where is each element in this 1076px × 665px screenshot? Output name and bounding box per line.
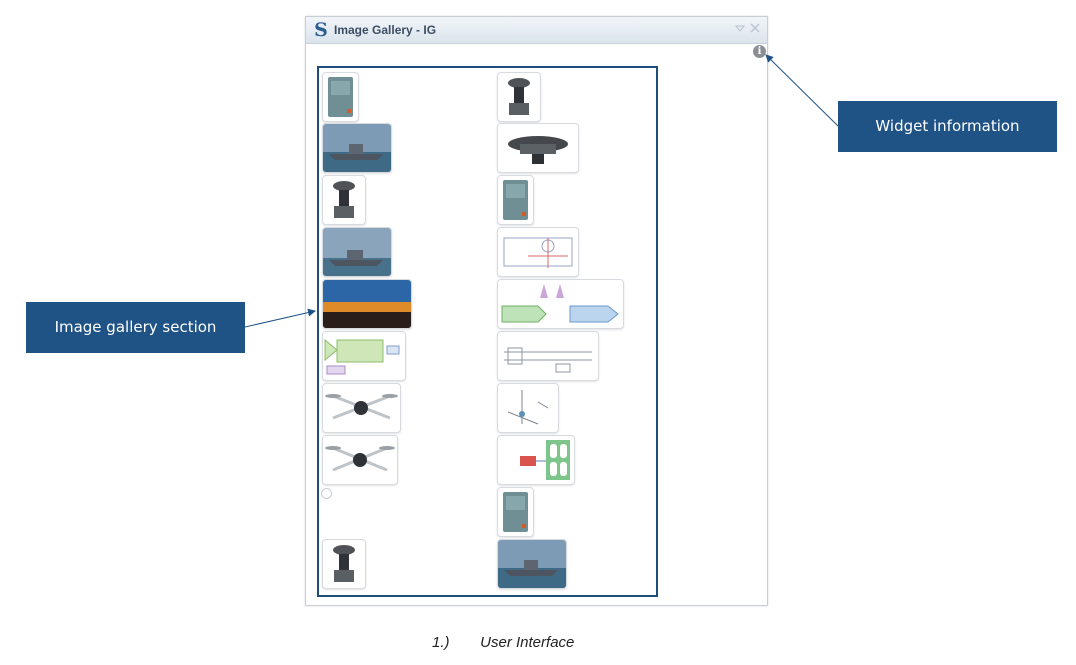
gallery-thumbnail-warship-photo[interactable] xyxy=(322,123,392,173)
gallery-thumbnail-radar-dome[interactable] xyxy=(497,123,579,173)
gallery-thumbnail-radar-antenna[interactable] xyxy=(322,539,366,589)
gallery-thumbnail-antenna-sketch[interactable] xyxy=(497,383,559,433)
app-logo-icon: S xyxy=(314,19,328,41)
gallery-thumbnail-radar-antenna[interactable] xyxy=(322,175,366,225)
widget-information-callout: Widget information xyxy=(838,101,1057,152)
widget-titlebar[interactable]: S Image Gallery - IG xyxy=(306,17,767,44)
gallery-thumbnail-equipment-cabinet[interactable] xyxy=(497,175,534,225)
caption-text: User Interface xyxy=(480,634,575,651)
gallery-thumbnail-equipment-cabinet[interactable] xyxy=(322,72,359,122)
gallery-thumbnail-amplifier-diagram[interactable] xyxy=(322,331,406,381)
gallery-thumbnail-cockpit-photo[interactable] xyxy=(322,279,412,329)
gallery-thumbnail-signal-block-diagram[interactable] xyxy=(497,279,624,329)
widget-info-pointer xyxy=(765,54,839,127)
info-icon[interactable]: i xyxy=(753,45,766,58)
close-icon[interactable] xyxy=(749,22,761,34)
gallery-thumbnail-radar-antenna[interactable] xyxy=(497,72,541,122)
gallery-thumbnail-circuit-diagram[interactable] xyxy=(497,435,575,485)
gallery-thumbnail-equipment-cabinet[interactable] xyxy=(497,487,534,537)
minimize-icon[interactable] xyxy=(734,22,746,34)
gallery-thumbnail-schematic-drawing[interactable] xyxy=(497,331,599,381)
figure-caption: 1.) User Interface xyxy=(432,634,574,651)
caption-number: 1.) xyxy=(432,634,450,651)
gallery-thumbnail-drone-photo[interactable] xyxy=(322,383,401,433)
image-gallery-section xyxy=(317,66,658,597)
gallery-thumbnail-warship-photo[interactable] xyxy=(497,539,567,589)
image-gallery-section-callout: Image gallery section xyxy=(26,302,245,353)
gallery-thumbnail-technical-diagram[interactable] xyxy=(497,227,579,277)
gallery-thumbnail-empty-image[interactable] xyxy=(321,488,332,499)
widget-title: Image Gallery - IG xyxy=(334,23,437,37)
gallery-thumbnail-drone-photo[interactable] xyxy=(322,435,398,485)
gallery-thumbnail-warship-photo[interactable] xyxy=(322,227,392,277)
